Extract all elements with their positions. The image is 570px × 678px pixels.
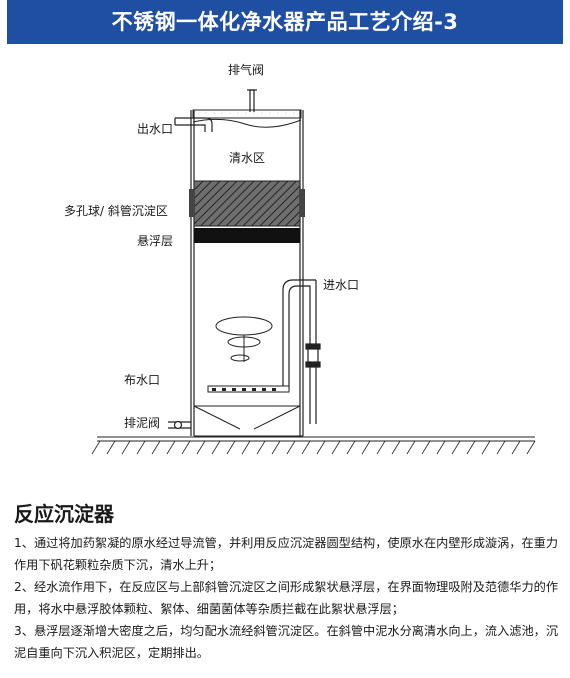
suspension-layer-block [194,228,300,243]
water-outlet-pipe [174,117,213,132]
tank-cone [193,405,303,437]
settling-zone-ear-left [189,189,195,217]
page-title: 不锈钢一体化净水器产品工艺介绍-3 [111,10,459,34]
label-water-inlet: 进水口 [323,278,360,292]
reactor-drawing [91,89,536,455]
description-paragraph-1: 1、通过将加药絮凝的原水经过导流管，并利用反应沉淀器圆型结构，使原水在内壁形成漩… [14,536,559,572]
description-paragraph-3: 3、悬浮层逐渐增大密度之后，均匀配水流经斜管沉淀区。在斜管中泥水分离清水向上，流… [14,624,559,660]
page-title-banner: 不锈钢一体化净水器产品工艺介绍-3 [7,0,563,44]
settling-zone-block [193,180,301,227]
ground-line [91,436,536,455]
section-title: 反应沉淀器 [14,502,114,526]
settling-zone-ear-right [299,189,305,217]
label-water-outlet: 出水口 [137,122,174,136]
water-inlet-pipe [282,279,321,424]
label-exhaust-valve: 排气阀 [228,63,265,77]
label-clear-water-zone: 清水区 [229,151,266,165]
label-settling-zone: 多孔球/ 斜管沉淀区 [64,204,168,218]
label-water-distribution: 布水口 [124,373,161,387]
distribution-header [207,385,290,393]
tank-top [192,109,302,128]
process-diagram: 排气阀 出水口 清水区 多孔球/ 斜管沉淀区 悬浮层 进水口 布水口 排泥阀 [0,44,570,474]
sludge-valve-pipe [168,420,191,430]
description-paragraph-2: 2、经水流作用下，在反应区与上部斜管沉淀区之间形成絮状悬浮层，在界面物理吸附及范… [14,580,559,616]
swirl-flow [215,316,273,362]
label-sludge-valve: 排泥阀 [124,416,161,430]
tank-wall [190,110,304,436]
exhaust-valve-pipe [247,89,257,112]
label-suspension-layer: 悬浮层 [137,234,174,248]
